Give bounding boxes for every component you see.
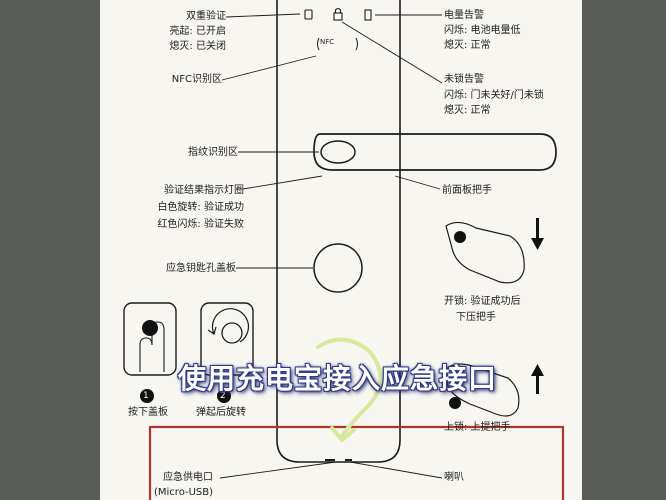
step1-number-badge (140, 389, 154, 403)
front-handle-label: 前面板把手 (442, 185, 492, 196)
overlay-caption: 使用充电宝接入应急接口 (178, 362, 498, 395)
manual-page (100, 0, 582, 500)
unlock-step1-label: 开锁: 验证成功后 (444, 296, 521, 307)
result-ring-label: 验证结果指示灯圈 (164, 185, 244, 196)
key-cover-label: 应急钥匙孔盖板 (166, 263, 236, 274)
battery-off-label: 熄灭: 正常 (444, 40, 491, 51)
unlock-off-label: 熄灭: 正常 (444, 105, 491, 116)
step2-box (200, 302, 254, 376)
guide-arrow (316, 337, 383, 438)
step1-button (142, 320, 158, 336)
step1-number: 1 (143, 391, 149, 401)
hand-press-down (445, 221, 525, 284)
lock-body (276, 0, 401, 463)
emergency-port-label: 应急供电口 (163, 472, 213, 483)
nfc-zone-label: NFC识别区 (171, 74, 222, 85)
fingerprint-zone-label: 指纹识别区 (188, 147, 238, 158)
fingerprint-sensor (320, 140, 356, 164)
highlight-box (148, 425, 565, 500)
shield-icon (304, 9, 313, 20)
battery-icon (364, 9, 372, 21)
hand-lift-up (443, 363, 520, 417)
unlock-step2-label: 下压把手 (456, 312, 496, 323)
nfc-tag: NFC (320, 38, 335, 46)
battery-alarm-label: 电量告警 (444, 10, 484, 21)
dual-verify-off: 熄灭: 已关闭 (169, 41, 226, 52)
hand-step1 (139, 321, 165, 372)
lock-label: 上锁: 上提把手 (444, 422, 511, 433)
arrow-up-icon (531, 364, 544, 376)
key-cover (313, 243, 363, 293)
step1-box (123, 302, 177, 376)
unlock-alarm-label: 未锁告警 (444, 74, 484, 85)
step2-number: 2 (220, 391, 226, 401)
front-handle (313, 133, 557, 171)
dual-verify-on: 亮起: 已开启 (169, 26, 226, 37)
lock-icon (333, 12, 343, 21)
step2-number-badge (217, 389, 231, 403)
red-flash-label: 红色闪烁: 验证失败 (157, 219, 244, 230)
micro-usb-label: (Micro-USB) (154, 487, 214, 498)
popup-rotate-label: 弹起后旋转 (196, 407, 246, 418)
arrow-down-icon (531, 238, 544, 250)
battery-flash-label: 闪烁: 电池电量低 (444, 25, 521, 36)
unlock-flash-label: 闪烁: 门未关好/门未锁 (444, 90, 544, 101)
speaker-label: 喇叭 (444, 472, 464, 483)
dual-verify-label: 双重验证 (186, 11, 226, 22)
white-spin-label: 白色旋转: 验证成功 (157, 202, 244, 213)
press-cover-label: 按下盖板 (128, 407, 168, 418)
